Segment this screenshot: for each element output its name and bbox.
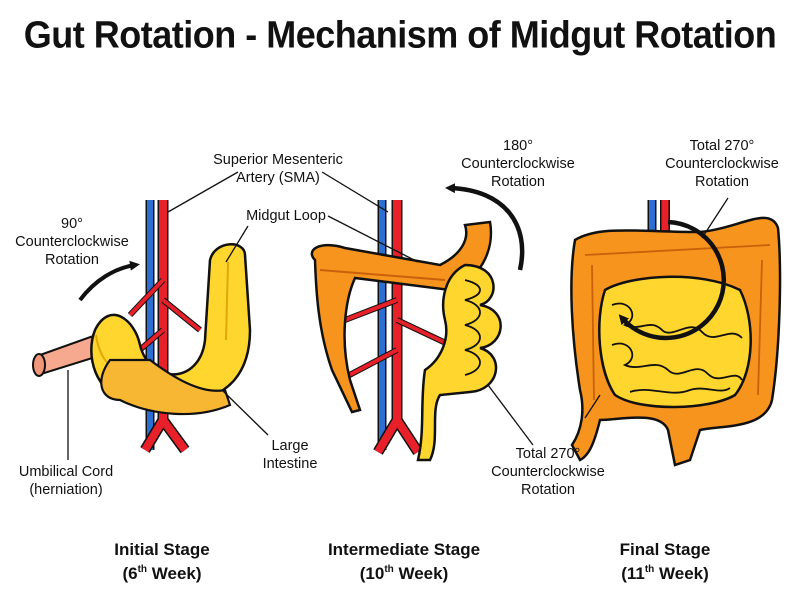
label-umbilical-1: Umbilical Cord <box>19 464 113 480</box>
small-intestine-intermediate <box>416 263 502 462</box>
rotation-arrow-180 <box>445 183 525 271</box>
stage-week-initial: (6th Week) <box>122 564 201 583</box>
stage-week-final: (11th Week) <box>621 564 709 583</box>
label-rot270-bottom-1: Total 270° <box>516 446 581 462</box>
small-intestine-final <box>598 275 752 409</box>
stage-caption-intermediate: Intermediate Stage <box>328 540 480 559</box>
label-rot270-top-2: Counterclockwise <box>665 156 779 172</box>
umbilical-cord-end <box>32 353 46 377</box>
page-title: Gut Rotation - Mechanism of Midgut Rotat… <box>23 12 777 56</box>
label-midgut-loop: Midgut Loop <box>246 208 326 224</box>
label-rot180-3: Rotation <box>491 174 545 190</box>
label-umbilical-2: (herniation) <box>29 482 102 498</box>
label-rot90-2: Counterclockwise <box>15 234 129 250</box>
label-rot180-1: 180° <box>503 138 533 154</box>
stage-week-intermediate: (10th Week) <box>360 564 449 583</box>
label-rot270-top-3: Rotation <box>695 174 749 190</box>
label-rot270-bottom-3: Rotation <box>521 482 575 498</box>
leader-lines <box>67 171 729 460</box>
label-sma-1: Superior Mesenteric <box>213 152 343 168</box>
label-rot270-top-1: Total 270° <box>690 138 755 154</box>
label-large-intestine-2: Intestine <box>263 456 318 472</box>
label-large-intestine-1: Large <box>271 438 308 454</box>
large-intestine-initial <box>100 358 232 416</box>
stage-initial-illustration <box>32 200 252 454</box>
stage-intermediate-illustration <box>310 183 525 462</box>
stage-caption-initial: Initial Stage <box>114 540 209 559</box>
label-rot270-bottom-2: Counterclockwise <box>491 464 605 480</box>
stage-caption-final: Final Stage <box>620 540 711 559</box>
label-rot90-3: Rotation <box>45 252 99 268</box>
annotation-labels: Superior Mesenteric Artery (SMA) Midgut … <box>15 138 779 498</box>
stage-final-illustration <box>570 200 782 467</box>
label-sma-2: Artery (SMA) <box>236 170 320 186</box>
label-rot180-2: Counterclockwise <box>461 156 575 172</box>
rotation-arrow-270 <box>618 219 726 341</box>
label-rot90-1: 90° <box>61 216 83 232</box>
stage-captions: Initial Stage (6th Week) Intermediate St… <box>114 540 710 583</box>
rotation-arrow-90 <box>78 260 140 302</box>
